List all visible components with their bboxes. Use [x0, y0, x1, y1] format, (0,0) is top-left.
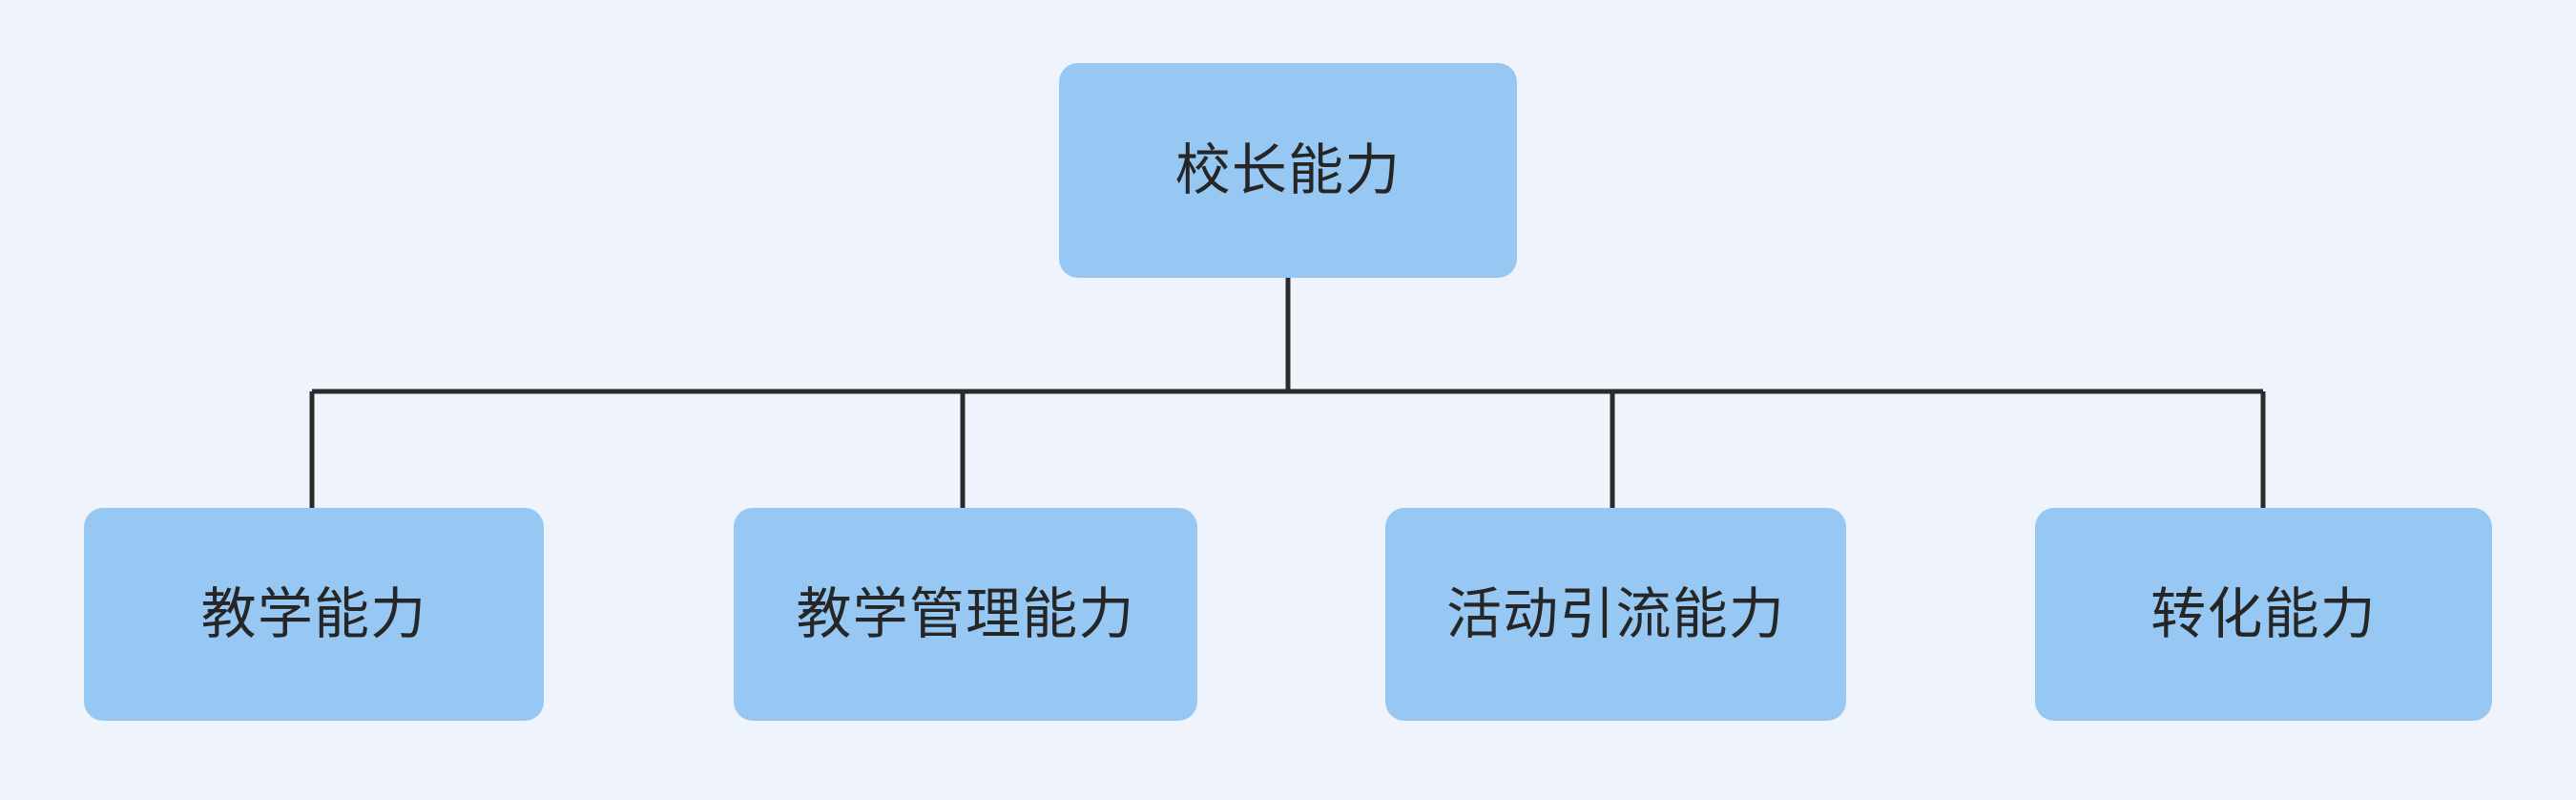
node-conversion-competency[interactable]: 转化能力 [2035, 508, 2492, 721]
node-principal-competency[interactable]: 校长能力 [1059, 63, 1517, 278]
node-label-child-1: 教学管理能力 [796, 582, 1135, 645]
node-label-child-2: 活动引流能力 [1446, 582, 1785, 645]
node-teaching-management-competency[interactable]: 教学管理能力 [734, 508, 1197, 721]
node-activity-traffic-competency[interactable]: 活动引流能力 [1385, 508, 1846, 721]
node-label-root: 校长能力 [1174, 138, 1402, 201]
node-label-child-3: 转化能力 [2150, 582, 2377, 645]
node-teaching-competency[interactable]: 教学能力 [84, 508, 544, 721]
node-label-child-0: 教学能力 [200, 582, 427, 645]
